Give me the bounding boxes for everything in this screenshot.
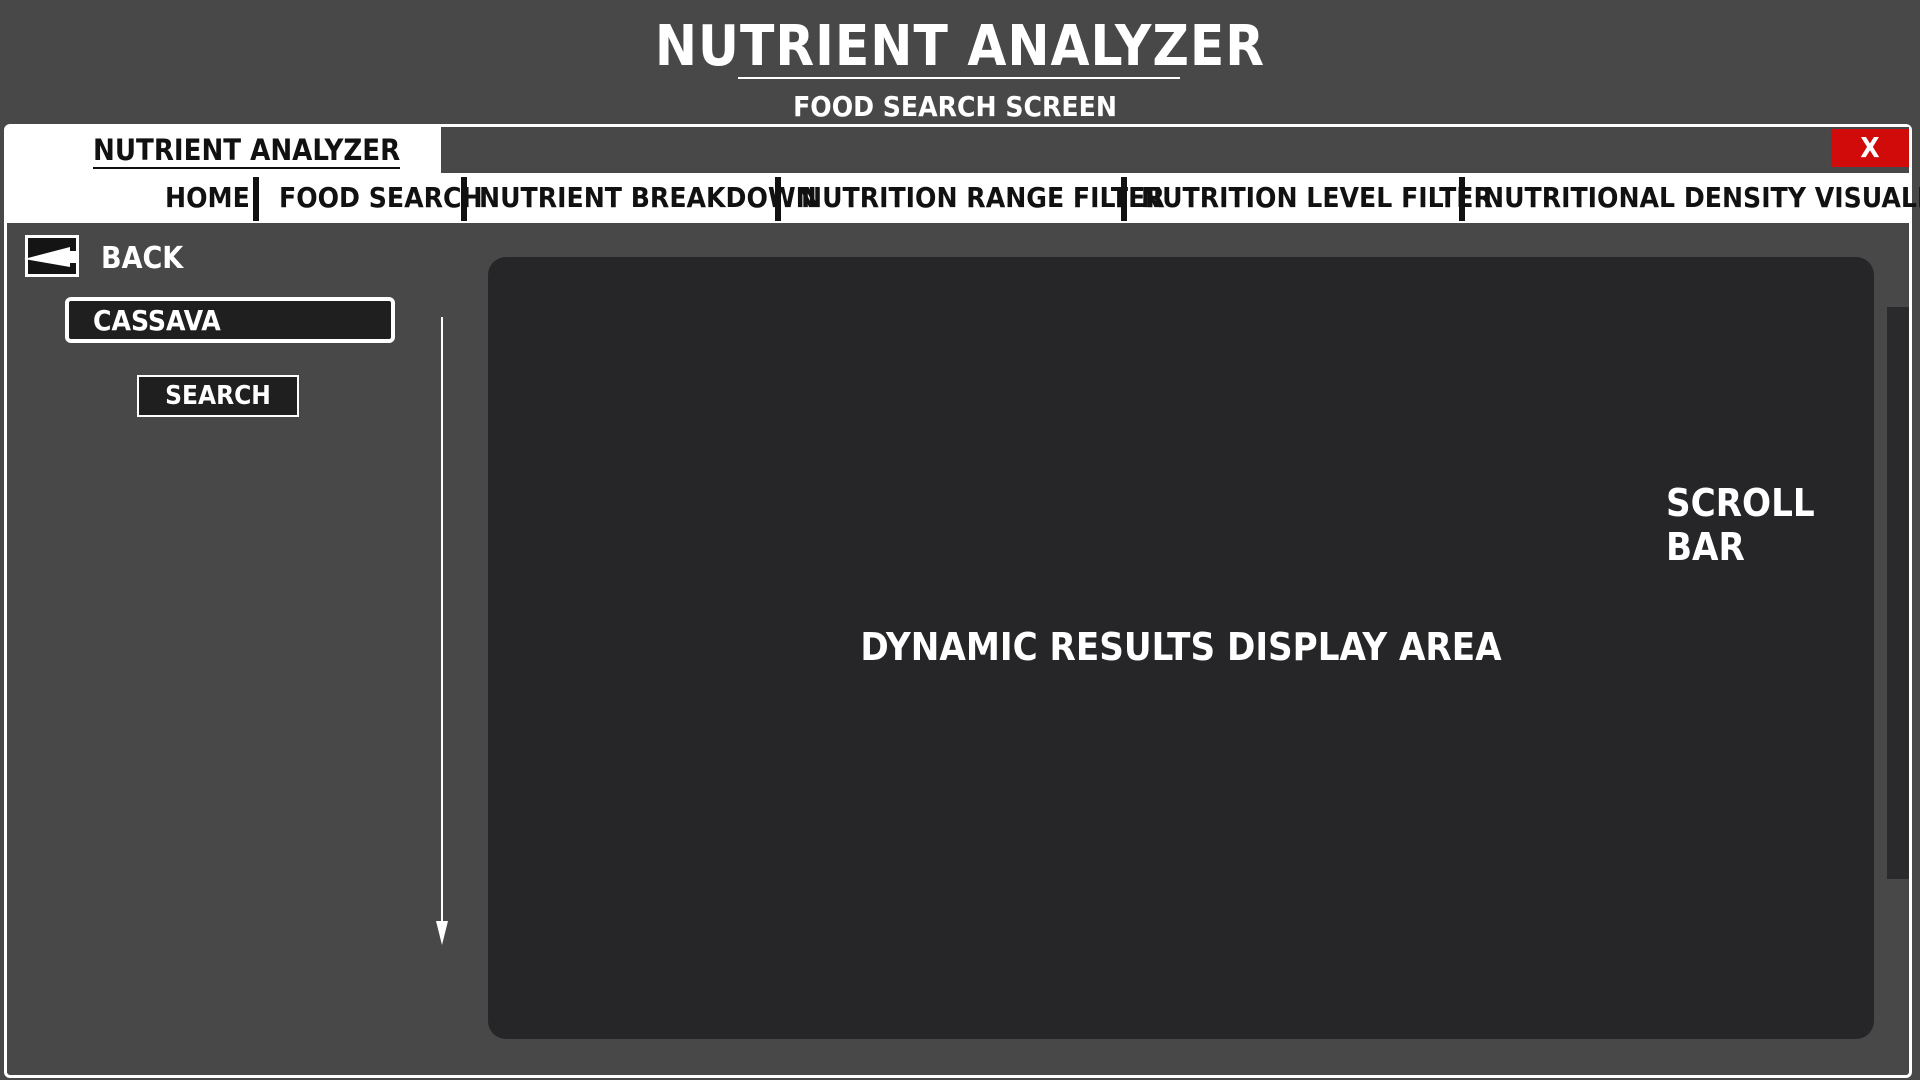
close-button[interactable]: X bbox=[1831, 129, 1909, 167]
nav-item-home[interactable]: HOME bbox=[165, 181, 250, 214]
back-label: BACK bbox=[101, 241, 184, 276]
results-display-area: DYNAMIC RESULTS DISPLAY AREA SCROLL BAR bbox=[488, 257, 1874, 1039]
search-button[interactable]: SEARCH bbox=[137, 375, 299, 417]
nav-separator bbox=[775, 177, 781, 221]
nav-item-food-search[interactable]: FOOD SEARCH bbox=[279, 181, 483, 214]
nav-item-nutrition-range-filter[interactable]: NUTRITION RANGE FILTER bbox=[801, 181, 1165, 214]
app-tab-label: NUTRIENT ANALYZER bbox=[93, 133, 401, 169]
results-scrollbar[interactable] bbox=[1887, 307, 1909, 879]
search-input[interactable] bbox=[65, 297, 395, 343]
nav-item-nutrition-level-filter[interactable]: NUTRITION LEVEL FILTER bbox=[1141, 181, 1493, 214]
window-titlebar: NUTRIENT ANALYZER X bbox=[7, 127, 1909, 173]
app-tab[interactable]: NUTRIENT ANALYZER bbox=[7, 127, 441, 173]
back-button[interactable]: BACK bbox=[24, 235, 205, 285]
nav-item-nutrient-breakdown[interactable]: NUTRIENT BREAKDOWN bbox=[479, 181, 817, 214]
page-title: NUTRIENT ANALYZER bbox=[654, 14, 1266, 79]
nav-item-nutritional-density-visualizer[interactable]: NUTRITIONAL DENSITY VISUALIZER bbox=[1483, 181, 1920, 214]
app-window: NUTRIENT ANALYZER X HOME FOOD SEARCH NUT… bbox=[4, 124, 1920, 1078]
nav-separator bbox=[253, 177, 259, 221]
title-underline bbox=[738, 77, 1180, 79]
nav-bar: HOME FOOD SEARCH NUTRIENT BREAKDOWN NUTR… bbox=[7, 173, 1920, 223]
results-area-label: DYNAMIC RESULTS DISPLAY AREA bbox=[860, 625, 1502, 669]
nav-separator bbox=[1121, 177, 1127, 221]
nav-separator bbox=[1459, 177, 1465, 221]
down-arrow-icon bbox=[436, 317, 448, 945]
back-arrow-icon bbox=[24, 235, 79, 277]
nav-separator bbox=[461, 177, 467, 221]
page-subtitle: FOOD SEARCH SCREEN bbox=[793, 90, 1117, 123]
scroll-bar-label: SCROLL BAR bbox=[1666, 481, 1815, 569]
